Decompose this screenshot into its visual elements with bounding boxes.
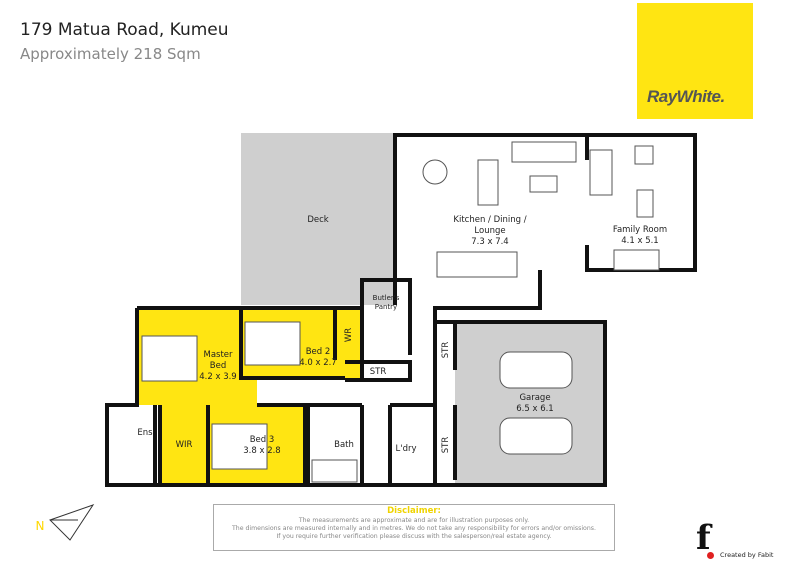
room-dims-garage: 6.5 x 6.1 <box>516 404 553 414</box>
raywhite-logo: RayWhite. <box>637 3 753 119</box>
bed <box>211 423 268 470</box>
deck-area <box>241 133 393 305</box>
room-label-family: Family Room <box>613 225 667 235</box>
armchair <box>634 145 654 165</box>
room-label-laundry: L'dry <box>396 444 417 454</box>
floor-area: Approximately 218 Sqm <box>20 45 201 63</box>
room-label-ens: Ens <box>137 428 153 438</box>
bed <box>141 335 198 382</box>
north-label: N <box>36 519 45 533</box>
room-label-wr: WR <box>344 328 354 342</box>
room-label-bed2: Bed 2 <box>306 347 331 357</box>
sofa <box>613 249 660 271</box>
coffee-table <box>529 175 558 193</box>
furniture <box>141 141 660 483</box>
car <box>499 351 573 389</box>
disclaimer-box: Disclaimer: The measurements are approxi… <box>213 504 615 551</box>
room-label-butlers: Butler's <box>373 294 400 302</box>
room-dims-master: 4.2 x 3.9 <box>199 372 236 382</box>
room-dims-bed3: 3.8 x 2.8 <box>243 446 280 456</box>
room-label-garage: Garage <box>519 393 550 403</box>
fabit-logo: f <box>696 518 711 558</box>
room-label-bed3: Bed 3 <box>250 435 275 445</box>
room-label-butlers: Pantry <box>375 303 397 311</box>
wir-area <box>160 405 208 485</box>
fabit-dot <box>707 552 714 559</box>
room-label-deck: Deck <box>307 215 328 225</box>
room-label-str: STR <box>441 342 451 359</box>
sofa <box>477 159 499 206</box>
bathtub <box>311 459 358 483</box>
room-dims-bed2: 4.0 x 2.7 <box>299 358 336 368</box>
room-label-master: Master <box>203 350 233 360</box>
room-label-kitchen: Kitchen / Dining / <box>453 215 526 225</box>
car <box>499 417 573 455</box>
bed <box>244 321 301 366</box>
room-dims-kitchen: 7.3 x 7.4 <box>471 237 508 247</box>
coffee-table <box>636 189 654 218</box>
room-label-wir: WIR <box>176 440 193 450</box>
walls <box>105 133 697 487</box>
kitchen-island <box>436 251 518 278</box>
room-label-bath: Bath <box>334 440 354 450</box>
room-label-str: STR <box>441 437 451 454</box>
room-label-str: STR <box>370 367 387 377</box>
garage-area <box>455 322 605 485</box>
sofa <box>511 141 577 163</box>
room-dims-family: 4.1 x 5.1 <box>621 236 658 246</box>
room-label-master: Bed <box>210 361 226 371</box>
hall-yellow <box>137 378 257 405</box>
north-arrow <box>49 504 95 541</box>
dining-table <box>422 159 448 185</box>
property-address: 179 Matua Road, Kumeu <box>20 20 229 40</box>
fabit-credit: f Created by Fabit <box>696 518 774 559</box>
sofa <box>589 149 613 196</box>
room-label-kitchen: Lounge <box>474 226 505 236</box>
